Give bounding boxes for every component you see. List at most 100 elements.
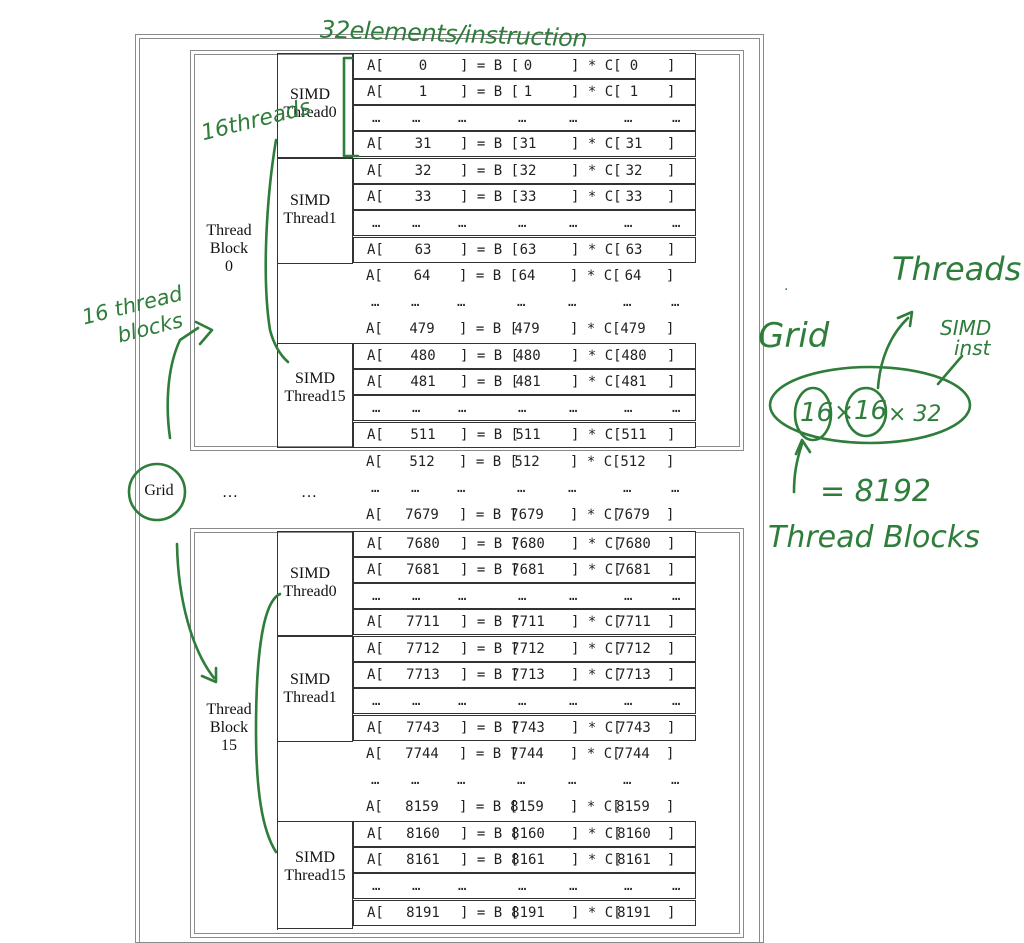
equals-b: ] = B [ — [460, 242, 520, 258]
close-bracket: ] — [667, 720, 676, 736]
a-bracket: A[ — [367, 374, 384, 390]
c-index: 511 — [621, 427, 647, 443]
equals-b: ] = B [ — [460, 826, 520, 842]
block-label-line: Thread — [206, 222, 252, 239]
annotation-simd-inst: SIMD inst — [940, 318, 991, 358]
a-index: 7744 — [405, 746, 439, 762]
ellipsis-glyph: … — [518, 693, 527, 709]
thread-block-15-label: Thread Block 15 — [196, 701, 262, 755]
a-index: 479 — [409, 321, 435, 337]
equals-b: ] = B [ — [459, 746, 519, 762]
a-index: 32 — [414, 163, 432, 179]
simd-box-b15-t15 — [277, 821, 353, 929]
close-bracket: ] — [666, 454, 675, 470]
a-index: 33 — [414, 189, 432, 205]
times-c: ] * C[ — [571, 242, 622, 258]
ellipsis-row: ………………… — [353, 290, 696, 316]
ellipsis-row: ………………… — [353, 210, 696, 236]
b-index: 33 — [519, 189, 537, 205]
c-index: 7713 — [617, 667, 651, 683]
a-bracket: A[ — [366, 507, 383, 523]
computation-row: A[0] = B [0] * C[0] — [353, 53, 696, 79]
simd-label: SIMD Thread15 — [278, 849, 352, 885]
close-bracket: ] — [666, 799, 675, 815]
a-index: 7743 — [406, 720, 440, 736]
a-bracket: A[ — [366, 799, 383, 815]
a-index: 8159 — [405, 799, 439, 815]
equals-b: ] = B [ — [459, 507, 519, 523]
computation-row: A[7744] = B [7744] * C[7744] — [353, 742, 696, 768]
ellipsis-glyph: … — [569, 588, 578, 604]
ellipsis-glyph: … — [372, 878, 381, 894]
close-bracket: ] — [667, 826, 676, 842]
ellipsis-glyph: … — [623, 294, 632, 310]
computation-row: A[7743] = B [7743] * C[7743] — [353, 715, 696, 741]
a-bracket: A[ — [367, 905, 384, 921]
block-label-line: Block — [209, 719, 249, 736]
b-index: 7680 — [511, 536, 545, 552]
b-index: 480 — [515, 348, 541, 364]
ellipsis-glyph: … — [624, 693, 633, 709]
times-c: ] * C[ — [570, 799, 621, 815]
computation-row: A[64] = B [64] * C[64] — [353, 264, 696, 290]
ellipsis-glyph: … — [411, 772, 420, 788]
a-index: 7711 — [406, 614, 440, 630]
ellipsis-row: ………………… — [353, 688, 696, 714]
ellipsis-glyph: … — [518, 110, 527, 126]
a-index: 511 — [410, 427, 436, 443]
ellipsis-glyph: … — [517, 480, 526, 496]
annotation-equals-8192: = 8192 — [820, 474, 932, 509]
computation-row: A[480] = B [480] * C[480] — [353, 343, 696, 369]
simd-label: SIMD Thread0 — [278, 565, 342, 601]
annotation-formula-x: × — [834, 398, 855, 426]
b-index: 32 — [519, 163, 537, 179]
ellipsis-glyph: … — [457, 480, 466, 496]
ellipsis-glyph: … — [372, 693, 381, 709]
simd-label-line: Thread0 — [283, 104, 337, 121]
a-index: 7680 — [406, 536, 440, 552]
close-bracket: ] — [666, 268, 675, 284]
a-index: 1 — [418, 84, 428, 100]
b-index: 64 — [518, 268, 536, 284]
computation-row: A[511] = B [511] * C[511] — [353, 422, 696, 448]
equals-b: ] = B [ — [459, 799, 519, 815]
computation-row: A[7680] = B [7680] * C[7680] — [353, 531, 696, 557]
simd-label: SIMD Thread1 — [278, 192, 342, 228]
times-c: ] * C[ — [571, 58, 622, 74]
a-index: 7679 — [405, 507, 439, 523]
b-index: 8159 — [510, 799, 544, 815]
equals-b: ] = B [ — [460, 614, 520, 630]
a-bracket: A[ — [367, 242, 384, 258]
ellipsis-glyph: … — [412, 693, 421, 709]
simd-label: SIMD Thread0 — [278, 86, 342, 122]
a-index: 7713 — [406, 667, 440, 683]
b-index: 481 — [515, 374, 541, 390]
ellipsis-glyph: … — [568, 480, 577, 496]
simd-box-b0-t15 — [277, 343, 353, 448]
ellipsis-row: ………………… — [353, 873, 696, 899]
ellipsis-glyph: … — [623, 772, 632, 788]
close-bracket: ] — [667, 163, 676, 179]
times-c: ] * C[ — [571, 720, 622, 736]
simd-box-b15-t0 — [277, 531, 353, 636]
a-index: 31 — [414, 136, 432, 152]
annotation-formula-rest: × 32 — [888, 402, 942, 427]
a-bracket: A[ — [366, 321, 383, 337]
ellipsis-block: … — [222, 484, 238, 501]
b-index: 7681 — [511, 562, 545, 578]
a-bracket: A[ — [367, 58, 384, 74]
ellipsis-glyph: … — [671, 772, 680, 788]
ellipsis-glyph: … — [412, 878, 421, 894]
times-c: ] * C[ — [571, 826, 622, 842]
c-index: 7681 — [617, 562, 651, 578]
b-index: 7713 — [511, 667, 545, 683]
b-index: 8160 — [511, 826, 545, 842]
close-bracket: ] — [667, 852, 676, 868]
ellipsis-glyph: … — [411, 294, 420, 310]
close-bracket: ] — [667, 136, 676, 152]
a-bracket: A[ — [366, 454, 383, 470]
ellipsis-glyph: … — [569, 110, 578, 126]
times-c: ] * C[ — [570, 321, 621, 337]
ellipsis-glyph: … — [458, 693, 467, 709]
ellipsis-glyph: … — [412, 215, 421, 231]
